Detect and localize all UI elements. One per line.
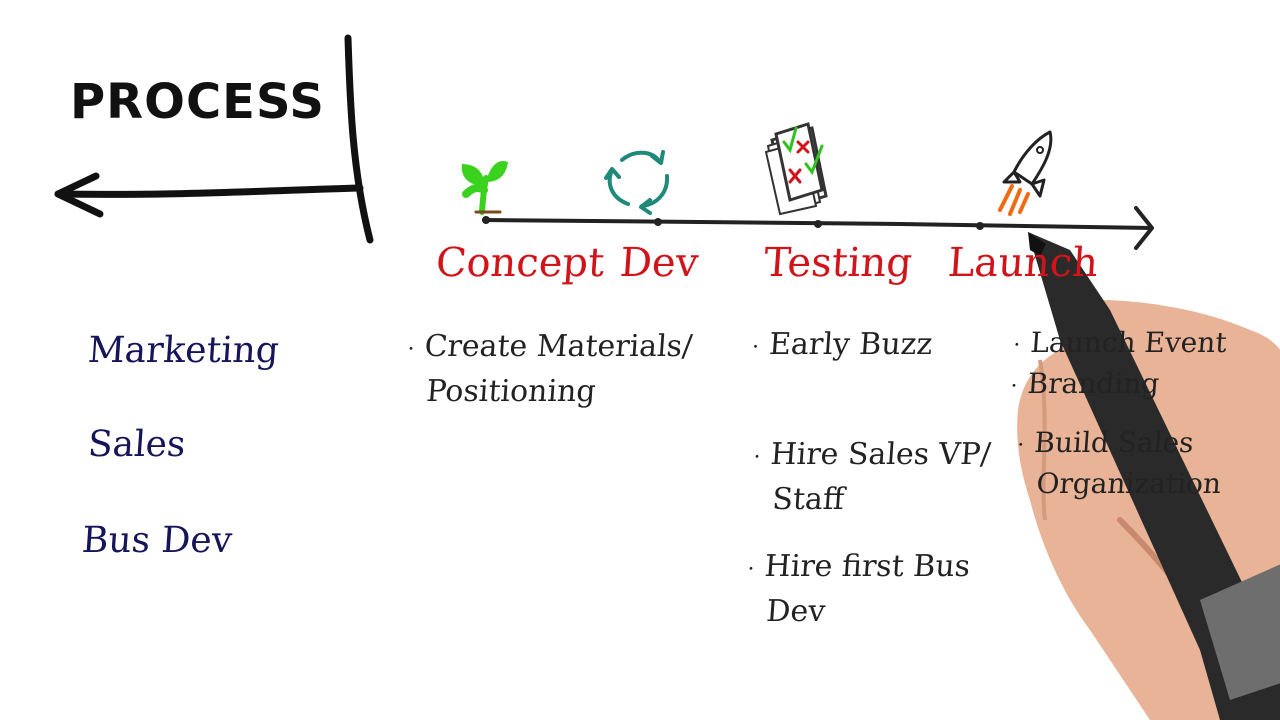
divider-line: [344, 34, 374, 244]
test-papers-icon: [764, 122, 828, 216]
sprout-icon: [461, 160, 508, 215]
note-line: Early Buzz: [767, 327, 934, 362]
timeline-axis: [482, 206, 1154, 250]
note-line: Staff: [771, 482, 846, 517]
note-line: Positioning: [425, 374, 597, 409]
cycle-arrows-icon: [604, 150, 670, 215]
note-line: Create Materials/: [423, 329, 694, 364]
stage-launch-label: Launch: [946, 240, 1100, 286]
stage-dev-label: Dev: [618, 240, 700, 286]
function-sales-label: Sales: [86, 424, 187, 465]
note-line: Build Sales: [1033, 426, 1195, 459]
rocket-icon: [998, 130, 1053, 216]
note-marketing-testing: ·Early Buzz: [751, 327, 934, 362]
note-line: Hire first Bus: [763, 549, 972, 584]
note-line: Branding: [1026, 367, 1161, 400]
note-bus-dev-testing: ·Hire first Bus Dev: [743, 546, 972, 633]
stage-testing-label: Testing: [762, 240, 914, 286]
note-line: Dev: [765, 594, 827, 629]
note-marketing-concept: ·Create Materials/ Positioning: [403, 326, 694, 413]
function-bus-dev-label: Bus Dev: [80, 520, 234, 561]
note-line: Organization: [1035, 467, 1223, 500]
note-line: Launch Event: [1029, 326, 1228, 359]
note-marketing-launch: ·Launch Event ·Branding: [1009, 326, 1228, 400]
diagram-title: PROCESS: [70, 74, 325, 130]
stage-concept-label: Concept: [434, 240, 606, 286]
note-sales-launch: ·Build Sales Organization: [1013, 424, 1225, 503]
function-marketing-label: Marketing: [86, 330, 281, 371]
hand-with-marker: [1017, 232, 1280, 720]
note-sales-testing: ·Hire Sales VP/ Staff: [749, 434, 992, 521]
note-line: Hire Sales VP/: [769, 437, 992, 472]
process-arrow: [54, 172, 364, 218]
